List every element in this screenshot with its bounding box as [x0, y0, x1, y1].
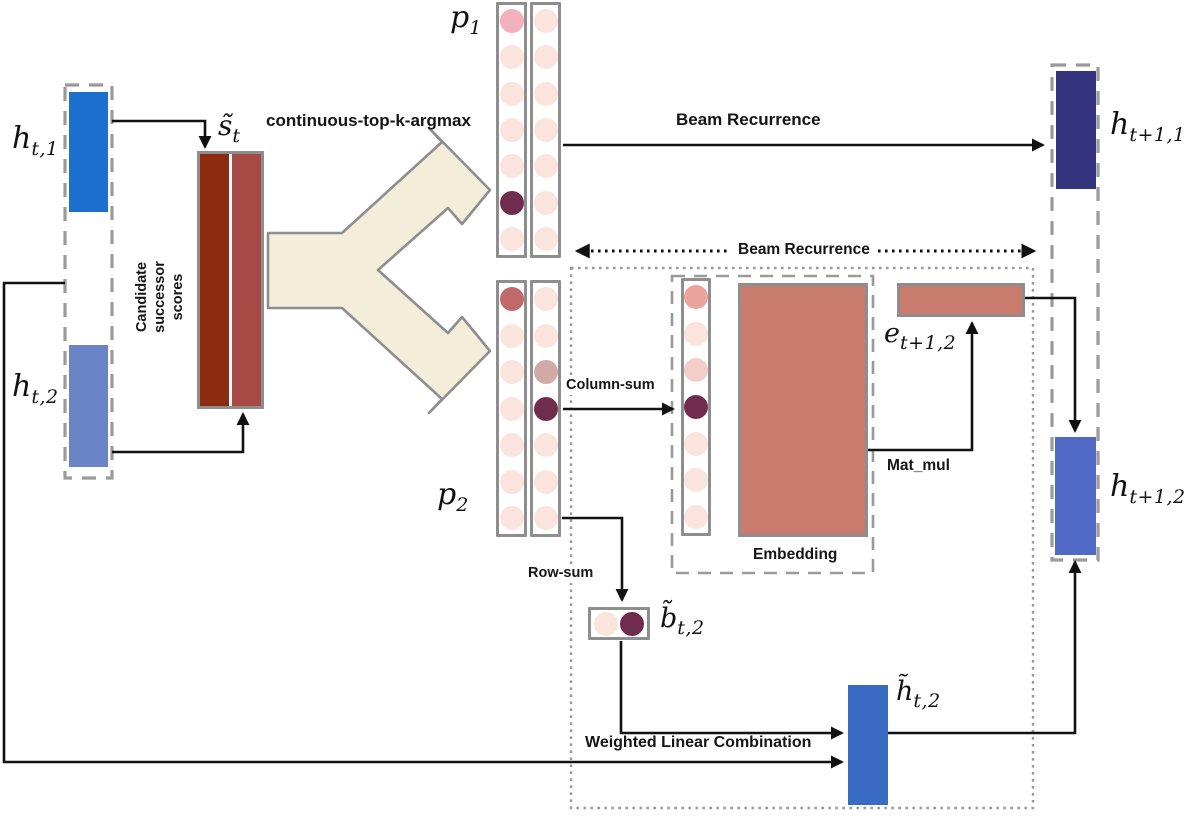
- cell-dot-light: [499, 117, 524, 142]
- block-h-t2: [69, 345, 108, 467]
- block-h-tilde: [848, 685, 888, 805]
- cell-dot-light: [499, 433, 524, 457]
- label-s-tilde-t: s̃t: [218, 109, 241, 147]
- wire-feedback-to-wlc: [2, 281, 844, 769]
- cell-dot-light: [499, 396, 524, 421]
- cell-dot-light: [499, 506, 524, 530]
- label-row-sum: Row-sum: [525, 565, 597, 583]
- cell-dot-light: [499, 154, 524, 179]
- cell-dot-light: [499, 323, 524, 348]
- label-h-t1: ht,1: [12, 121, 59, 160]
- block-e-t1-2: [897, 283, 1025, 317]
- label-mat-mul: Mat_mul: [887, 457, 950, 474]
- wire-ht1-to-st: [112, 119, 212, 149]
- cell-dot-light: [533, 287, 558, 311]
- cell-dot-light: [684, 321, 708, 346]
- cell-dot-light: [533, 81, 558, 106]
- block-embedding: [738, 283, 868, 537]
- label-weighted-linear-combination: Weighted Linear Combination: [585, 734, 812, 751]
- label-embedding: Embedding: [753, 546, 838, 563]
- cell-dot-pink: [499, 9, 524, 33]
- wire-htilde-to-ht2next: [888, 560, 1082, 735]
- cell-dot-light: [533, 190, 558, 215]
- wire-row-sum: [562, 516, 629, 602]
- cell-dot-rose: [499, 287, 524, 311]
- cell-dot-light: [533, 9, 558, 33]
- beam-state-dashed-box-right: [1050, 63, 1100, 562]
- cell-dot-dark: [533, 396, 558, 421]
- label-continuous-top-k-argmax: continuous-top-k-argmax: [266, 111, 471, 130]
- cell-dot-salmon: [684, 285, 708, 309]
- cell-dot-dark: [620, 611, 645, 636]
- wire-ht2-to-st: [112, 412, 250, 454]
- cell-dot-light: [533, 226, 558, 251]
- matrix-p1-col1: [496, 2, 527, 258]
- block-candidate-scores: [197, 151, 264, 409]
- block-candidate-scores-col2: [232, 154, 261, 406]
- cell-dot-light: [499, 81, 524, 106]
- cell-dot-dark: [684, 394, 708, 419]
- soft-beam-module-dotted-box: [569, 266, 1035, 810]
- label-h-t2-next: ht+1,2: [1110, 469, 1186, 508]
- cell-dot-light: [684, 468, 708, 493]
- vector-b-tilde: [588, 607, 650, 640]
- beam-state-dashed-box-left: [63, 83, 114, 480]
- cell-dot-light: [533, 433, 558, 457]
- cell-dot-light: [499, 360, 524, 384]
- cell-dot-dark: [499, 190, 524, 215]
- block-h-t1-next: [1056, 71, 1096, 189]
- cell-dot-light: [533, 469, 558, 494]
- cell-dot-light: [593, 611, 618, 636]
- label-b-tilde: b̃t,2: [660, 603, 705, 639]
- block-candidate-scores-col1: [200, 154, 229, 406]
- label-beam-recurrence-top: Beam Recurrence: [676, 110, 821, 129]
- label-beam-recurrence-dotted: Beam Recurrence: [731, 240, 877, 260]
- embedding-dashed-box: [670, 274, 875, 575]
- cell-dot-light: [684, 504, 708, 529]
- cell-dot-light: [499, 226, 524, 251]
- block-h-t1: [69, 92, 108, 212]
- label-h-t1-next: ht+1,1: [1110, 107, 1186, 146]
- label-column-sum: Column-sum: [563, 377, 658, 395]
- label-p2: p2: [437, 477, 469, 516]
- label-p1: p1: [450, 0, 482, 39]
- cell-dot-light: [684, 431, 708, 456]
- cell-dot-light: [533, 45, 558, 70]
- label-h-tilde: h̃t,2: [896, 676, 941, 712]
- cell-dot-light: [533, 323, 558, 348]
- cell-dot-palepink: [684, 358, 708, 383]
- matrix-p1-col2: [530, 2, 561, 258]
- matrix-p2-col2: [530, 280, 561, 537]
- wire-e-to-ht2next: [1025, 296, 1082, 433]
- vector-column-sum: [681, 278, 711, 536]
- wire-btilde-to-wlc: [619, 641, 844, 740]
- label-e-t1-2: et+1,2: [884, 318, 957, 354]
- block-h-t2-next: [1055, 437, 1096, 555]
- cell-dot-light: [533, 154, 558, 179]
- cell-dot-light: [499, 469, 524, 494]
- cell-dot-light: [499, 45, 524, 70]
- label-h-t2: ht,2: [12, 369, 59, 408]
- cell-dot-mauve: [533, 360, 558, 384]
- wire-mat-mul: [868, 321, 979, 452]
- cell-dot-light: [533, 506, 558, 530]
- cell-dot-light: [533, 117, 558, 142]
- matrix-p2-col1: [496, 280, 527, 537]
- label-candidate-successor-scores: Candidate successor scores: [134, 261, 187, 333]
- topk-fork-arrow: [266, 126, 492, 415]
